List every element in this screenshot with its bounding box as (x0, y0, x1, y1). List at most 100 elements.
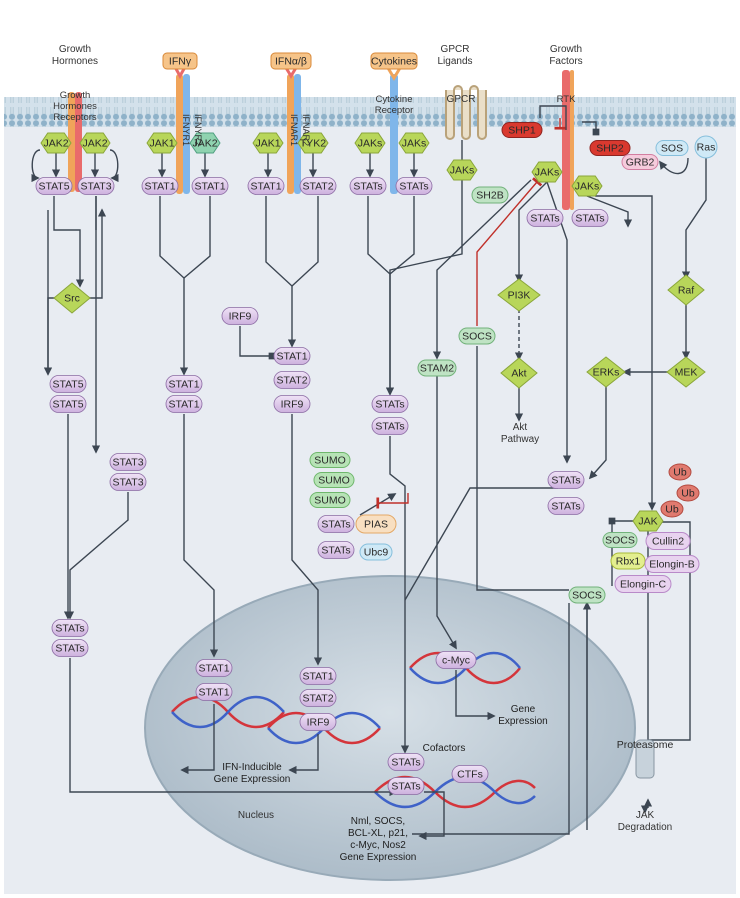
stats-r2-label: STATs (575, 213, 604, 225)
ligand-gpcr-line1: GPCR (441, 44, 470, 55)
stat2-a-node: STAT2 (299, 177, 337, 195)
ifn-alpha-beta-label: IFNα/β (275, 56, 307, 68)
elongin-c-node: Elongin-C (614, 575, 672, 593)
jak2-g-node: JAK2 (189, 132, 221, 154)
ligand-growth-hormones-line1: Growth (59, 44, 91, 55)
gene-expression-line2: Expression (498, 716, 547, 727)
cytokines-node: Cytokines (370, 52, 418, 70)
stats-c1-label: STATs (353, 181, 382, 193)
stats-l2-node: STATs (51, 639, 89, 657)
signal-edge (109, 149, 119, 183)
signal-edge (180, 704, 215, 775)
stats-sumo1-label: STATs (321, 519, 350, 531)
stats-c1-node: STATs (349, 177, 387, 195)
stat3-m-node: STAT3 (77, 177, 115, 195)
jak1-a-node: JAK1 (252, 132, 284, 154)
cullin2-label: Cullin2 (652, 536, 684, 548)
irf9-label: IRF9 (229, 311, 252, 323)
stat1-n1-label: STAT1 (198, 663, 229, 675)
grb2-node: GRB2 (621, 154, 659, 170)
stat3-d1-label: STAT3 (112, 457, 143, 469)
stat1-g1-label: STAT1 (144, 181, 175, 193)
ras-node: Ras (694, 135, 718, 159)
jak-deg-node: JAK (632, 510, 664, 532)
jaks-c1-label: JAKs (358, 138, 383, 150)
stat2-isgf-label: STAT2 (276, 375, 307, 387)
stat2-isgf-node: STAT2 (273, 371, 311, 389)
akt-pathway-line2: Pathway (501, 434, 539, 445)
ifn-gamma-node: IFNγ (162, 52, 198, 70)
stat5-d1-label: STAT5 (52, 379, 83, 391)
tyk2-label: TYK2 (300, 138, 326, 150)
receptor-rtk-label: RTK (557, 94, 576, 105)
stat2-isg-node: STAT2 (299, 689, 337, 707)
stat1-isg-label: STAT1 (302, 671, 333, 683)
signal-edge (291, 414, 323, 666)
signal-edge (265, 196, 297, 348)
stats-n2-node: STATs (387, 777, 425, 795)
signal-arrows (31, 105, 707, 841)
socs-mid-node: SOCS (458, 327, 496, 345)
jaks-rtk2-label: JAKs (575, 181, 600, 193)
stats-n1-label: STATs (391, 757, 420, 769)
stats-rd1-label: STATs (551, 475, 580, 487)
stat1-n1-node: STAT1 (195, 659, 233, 677)
jak1-g-label: JAK1 (149, 138, 174, 150)
jaks-rtk2-node: JAKs (571, 175, 603, 197)
stat1-n2-label: STAT1 (198, 687, 229, 699)
stat1-a-label: STAT1 (250, 181, 281, 193)
stat2-a-label: STAT2 (302, 181, 333, 193)
signal-edge (476, 346, 569, 591)
mek-node: MEK (666, 356, 706, 388)
stat1-d2-label: STAT1 (168, 399, 199, 411)
elongin-b-label: Elongin-B (649, 559, 695, 571)
nucleus (144, 575, 636, 881)
jak-deg-label: JAK (638, 516, 657, 528)
signal-edge (53, 196, 85, 288)
signal-edge (159, 196, 189, 376)
stats-n1-node: STATs (387, 753, 425, 771)
ub2-label: Ub (681, 488, 695, 500)
src-node: Src (53, 282, 91, 314)
sh2b-label: SH2B (476, 190, 503, 202)
socs-lower-label: SOCS (572, 590, 602, 602)
stat5-d2-label: STAT5 (52, 399, 83, 411)
signal-edge (389, 196, 415, 275)
ub1-node: Ub (668, 463, 692, 481)
signal-edge (476, 177, 543, 326)
signal-edge (455, 670, 496, 721)
cell-membrane (4, 97, 736, 127)
gpcr-receptor (445, 85, 487, 140)
mek-label: MEK (675, 367, 698, 379)
jak2-g-label: JAK2 (192, 138, 217, 150)
stam2-label: STAM2 (420, 363, 454, 375)
stat1-a-node: STAT1 (247, 177, 285, 195)
ligand-growth-hormones-line2: Hormones (52, 56, 98, 67)
stats-l2-label: STATs (55, 643, 84, 655)
dna-helix-ifn (171, 695, 285, 729)
jaks-rtk1-label: JAKs (535, 167, 560, 179)
ifn-inducible-line1: IFN-Inducible (222, 762, 282, 773)
cullin2-node: Cullin2 (645, 532, 691, 550)
signal-edge (539, 105, 567, 130)
proteasome-label: Proteasome (617, 739, 674, 751)
stat5-d1-node: STAT5 (49, 375, 87, 393)
jaks-c2-label: JAKs (402, 138, 427, 150)
signal-edge (586, 195, 633, 228)
receptor-gh-line2: Hormones (53, 101, 97, 112)
signal-edge (31, 149, 41, 183)
stat1-d1-label: STAT1 (168, 379, 199, 391)
shp1-node: SHP1 (501, 122, 543, 138)
elongin-c-label: Elongin-C (620, 579, 667, 591)
raf-node: Raf (667, 274, 705, 306)
signal-edge (404, 487, 558, 601)
grb2-label: GRB2 (626, 157, 655, 169)
elongin-b-node: Elongin-B (644, 555, 700, 573)
sumo2-node: SUMO (313, 472, 355, 488)
cofactors-label: Cofactors (423, 743, 466, 754)
jak2-a-node: JAK2 (40, 132, 72, 154)
signal-edge (658, 157, 689, 175)
irf9-isgf-label: IRF9 (281, 399, 304, 411)
pias-label: PIAS (364, 519, 388, 531)
stat1-isg-node: STAT1 (299, 667, 337, 685)
